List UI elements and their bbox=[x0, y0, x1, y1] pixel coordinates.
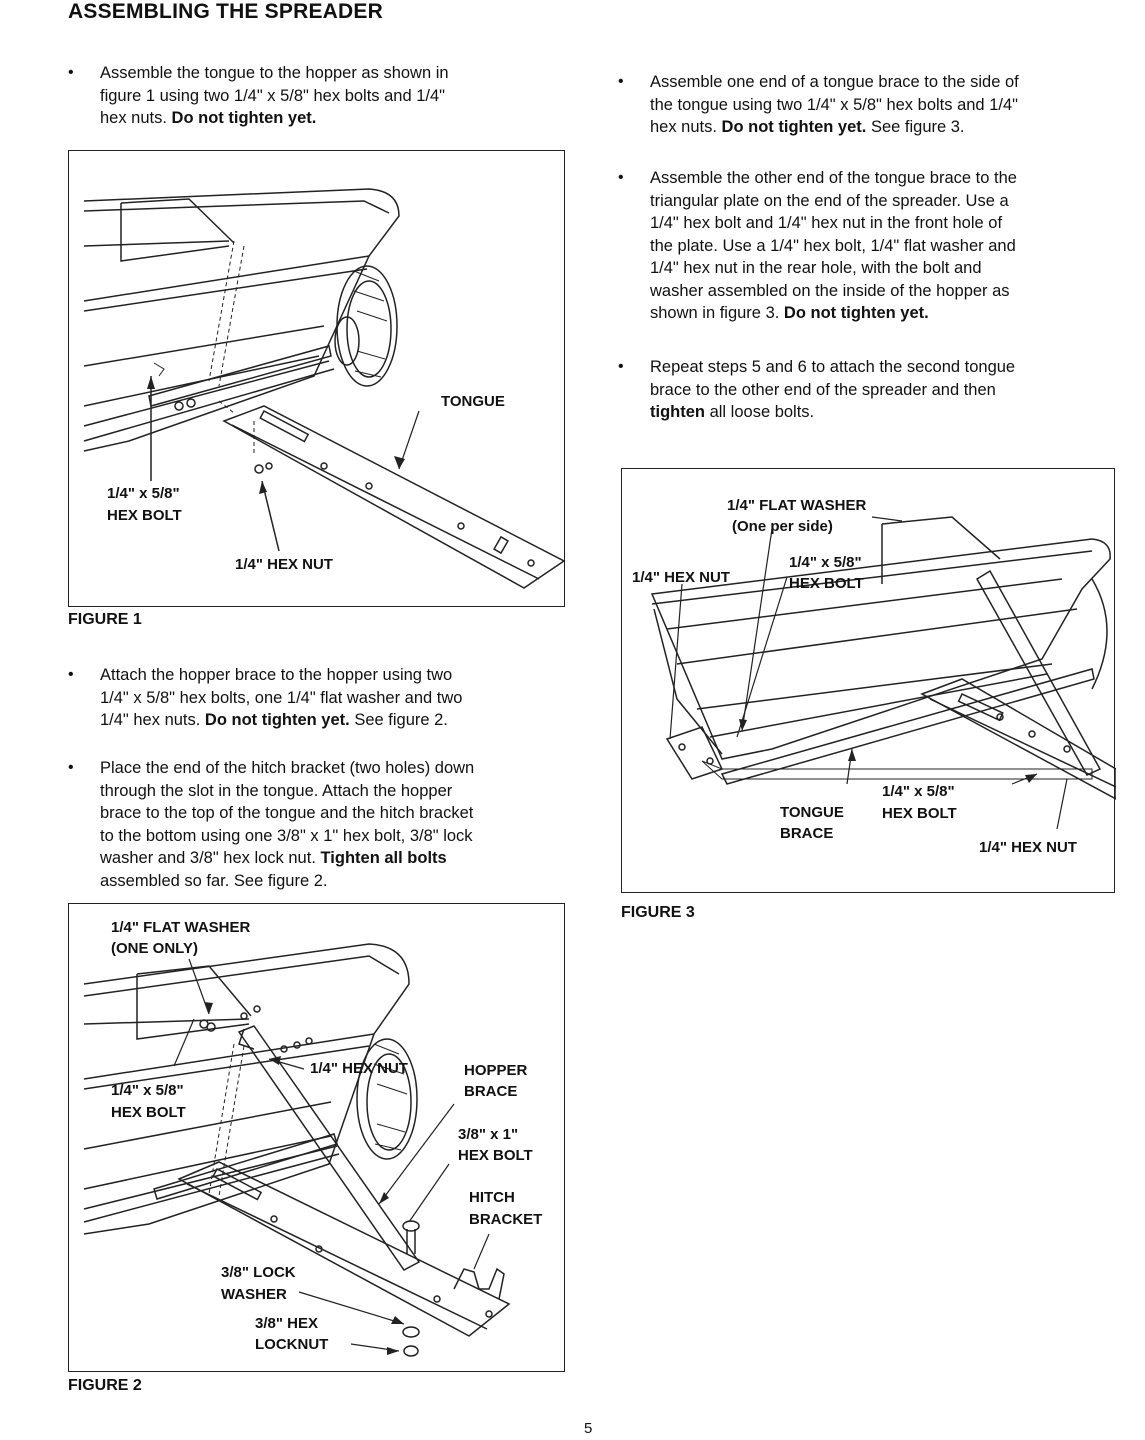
label-hex-nut-bottom: 1/4" HEX NUT bbox=[979, 839, 1077, 856]
step-bold-text: Do not tighten yet. bbox=[783, 304, 929, 322]
step-text-line: Assemble the tongue to the hopper as sho… bbox=[100, 64, 449, 82]
step-text-line: hex nuts. Do not tighten yet. bbox=[100, 107, 449, 130]
label-locknut: LOCKNUT bbox=[255, 1336, 329, 1353]
step-text-line: figure 1 using two 1/4" x 5/8" hex bolts… bbox=[100, 86, 446, 105]
label-bracket: BRACKET bbox=[469, 1211, 543, 1228]
figure-3-caption: FIGURE 3 bbox=[621, 904, 695, 921]
label-big-bolt-size: 3/8" x 1" bbox=[458, 1126, 519, 1143]
step-3-text: Place the end of the hitch bracket (two … bbox=[100, 757, 474, 892]
step-text-line: 1/4" hex bolt and 1/4" hex nut in the fr… bbox=[650, 214, 1003, 232]
step-text-span: See figure 2. bbox=[349, 711, 448, 729]
step-text-line: to the bottom using one 3/8" x 1" hex bo… bbox=[100, 826, 473, 845]
figure-1-drawing bbox=[83, 188, 566, 589]
label-hex-nut: 1/4" HEX NUT bbox=[235, 556, 333, 573]
step-1-text: Assemble the tongue to the hopper as sho… bbox=[100, 62, 449, 130]
step-text-span: hex nuts. bbox=[650, 118, 722, 136]
figure-1-frame: TONGUE 1/4" x 5/8" HEX BOLT 1/4" HEX NUT bbox=[68, 150, 566, 607]
step-text-line: through the slot in the tongue. Attach t… bbox=[100, 781, 453, 800]
step-text-line: tighten all loose bolts. bbox=[650, 401, 1015, 424]
label-hex-bolt-top: HEX BOLT bbox=[789, 575, 864, 592]
label-brace: BRACE bbox=[464, 1083, 518, 1100]
step-text-span: See figure 3. bbox=[866, 118, 965, 136]
bullet-dot: • bbox=[68, 666, 74, 683]
step-bold-text: Tighten all bolts bbox=[320, 849, 447, 867]
step-text-line: brace to the other end of the spreader a… bbox=[650, 380, 996, 399]
figure-2-caption: FIGURE 2 bbox=[68, 1377, 142, 1394]
label-flat-washer: 1/4" FLAT WASHER bbox=[727, 497, 867, 514]
step-text-line: triangular plate on the end of the sprea… bbox=[650, 191, 1009, 210]
label-brace: BRACE bbox=[780, 825, 834, 842]
step-bold-text: Do not tighten yet. bbox=[204, 711, 350, 729]
step-text-line: the plate. Use a 1/4" hex bolt, 1/4" fla… bbox=[650, 236, 1016, 255]
bullet-dot: • bbox=[618, 73, 624, 90]
step-bold-text: Do not tighten yet. bbox=[721, 118, 867, 136]
step-text-span: shown in figure 3. bbox=[650, 304, 784, 322]
label-hex-bolt: HEX BOLT bbox=[111, 1104, 186, 1121]
step-text-span: 1/4" hex nuts. bbox=[100, 711, 205, 729]
figure-3-frame: 1/4" FLAT WASHER (One per side) 1/4" HEX… bbox=[621, 468, 1116, 893]
bullet-dot: • bbox=[618, 358, 624, 375]
figure-3-drawing bbox=[650, 516, 1116, 830]
step-text-line: 1/4" hex nut in the rear hole, with the … bbox=[650, 259, 982, 277]
label-hex-bolt-size: 1/4" x 5/8" bbox=[111, 1082, 184, 1099]
step-text-line: 1/4" hex nuts. Do not tighten yet. See f… bbox=[100, 709, 462, 732]
label-hex-nut: 1/4" HEX NUT bbox=[310, 1060, 408, 1077]
step-text-line: washer assembled on the inside of the ho… bbox=[650, 281, 1010, 300]
step-text-line: Assemble one end of a tongue brace to th… bbox=[650, 73, 1019, 91]
figure-2-drawing bbox=[83, 943, 511, 1357]
step-text-line: washer and 3/8" hex lock nut. Tighten al… bbox=[100, 847, 474, 870]
label-hex-bolt-size: 1/4" x 5/8" bbox=[107, 485, 180, 502]
label-flat-washer-qty: (One per side) bbox=[732, 518, 833, 535]
step-text-span: all loose bolts. bbox=[705, 403, 815, 421]
step-text-line: hex nuts. Do not tighten yet. See figure… bbox=[650, 116, 1019, 139]
step-text-line: Assemble the other end of the tongue bra… bbox=[650, 169, 1017, 187]
step-text-line: Attach the hopper brace to the hopper us… bbox=[100, 666, 453, 684]
label-hex-bolt: HEX BOLT bbox=[107, 507, 182, 524]
step-text-line: the tongue using two 1/4" x 5/8" hex bol… bbox=[650, 95, 1018, 114]
label-hex-bolt-top-size: 1/4" x 5/8" bbox=[789, 554, 862, 571]
label-lock-washer: 3/8" LOCK bbox=[221, 1264, 296, 1281]
label-hex-nut-left: 1/4" HEX NUT bbox=[632, 569, 730, 586]
label-big-bolt: HEX BOLT bbox=[458, 1147, 533, 1164]
label-hopper: HOPPER bbox=[464, 1062, 528, 1079]
label-hex-bolt-bottom-size: 1/4" x 5/8" bbox=[882, 783, 955, 800]
step-text-span: hex nuts. bbox=[100, 109, 172, 127]
bullet-dot: • bbox=[68, 759, 74, 776]
step-bold-text: tighten bbox=[650, 403, 705, 421]
label-tongue: TONGUE bbox=[441, 393, 505, 410]
step-text-line: brace to the top of the tongue and the h… bbox=[100, 804, 474, 822]
page-heading: ASSEMBLING THE SPREADER bbox=[68, 0, 383, 23]
step-text-line: assembled so far. See figure 2. bbox=[100, 871, 328, 890]
bullet-dot: • bbox=[618, 169, 624, 186]
label-washer: WASHER bbox=[221, 1286, 287, 1303]
label-hex-locknut-size: 3/8" HEX bbox=[255, 1315, 318, 1332]
label-tongue: TONGUE bbox=[780, 804, 844, 821]
bullet-dot: • bbox=[68, 64, 74, 81]
figure-2-frame: 1/4" FLAT WASHER (ONE ONLY) 1/4" HEX NUT… bbox=[68, 903, 565, 1372]
step-text-line: Repeat steps 5 and 6 to attach the secon… bbox=[650, 358, 1016, 376]
step-bold-text: Do not tighten yet. bbox=[171, 109, 317, 127]
step-5-text: Assemble the other end of the tongue bra… bbox=[650, 167, 1017, 325]
step-4-text: Assemble one end of a tongue brace to th… bbox=[650, 71, 1019, 139]
label-hex-bolt-bottom: HEX BOLT bbox=[882, 805, 957, 822]
step-text-line: 1/4" x 5/8" hex bolts, one 1/4" flat was… bbox=[100, 688, 463, 707]
step-6-text: Repeat steps 5 and 6 to attach the secon… bbox=[650, 356, 1015, 424]
step-2-text: Attach the hopper brace to the hopper us… bbox=[100, 664, 462, 732]
label-hitch: HITCH bbox=[469, 1189, 515, 1206]
figure-1-caption: FIGURE 1 bbox=[68, 611, 142, 628]
label-flat-washer: 1/4" FLAT WASHER bbox=[111, 919, 251, 936]
step-text-line: Place the end of the hitch bracket (two … bbox=[100, 759, 475, 777]
step-text-span: washer and 3/8" hex lock nut. bbox=[100, 849, 321, 867]
step-text-line: shown in figure 3. Do not tighten yet. bbox=[650, 302, 1017, 325]
page-number: 5 bbox=[584, 1420, 593, 1437]
label-flat-washer-qty: (ONE ONLY) bbox=[111, 940, 198, 957]
